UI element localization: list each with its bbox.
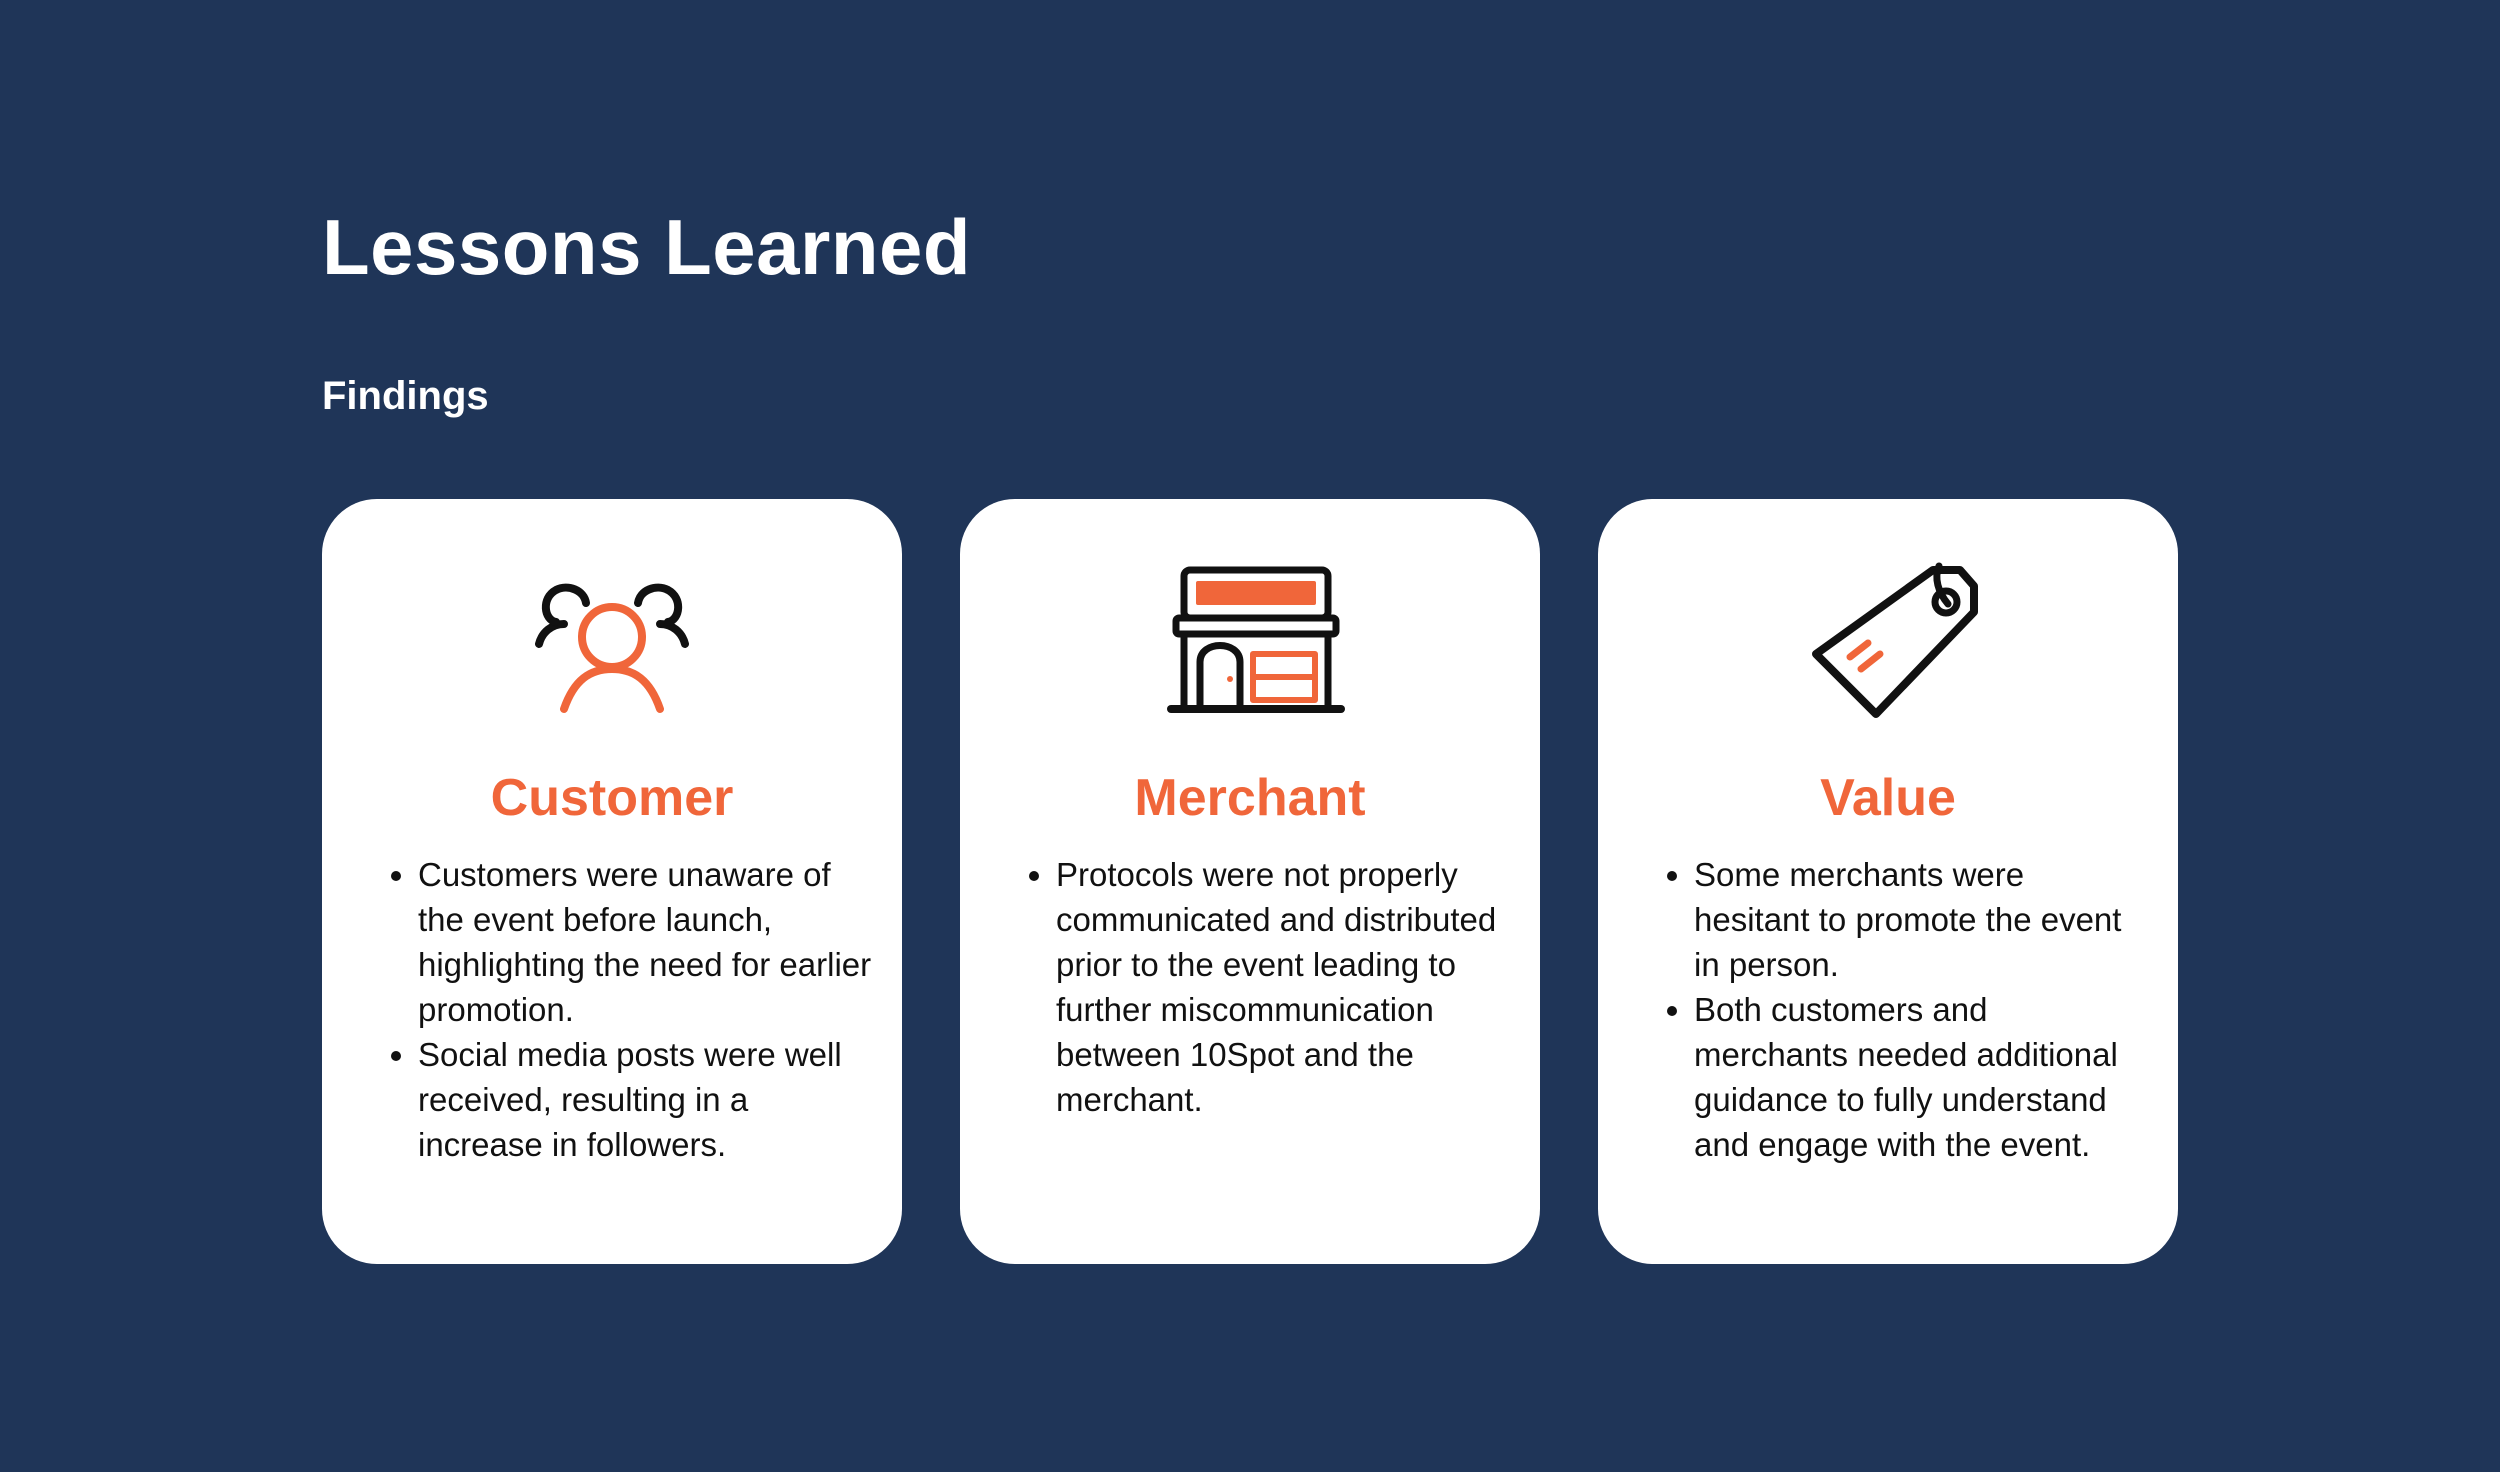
bullet-list: Customers were unaware of the event befo… — [385, 852, 872, 1167]
page-title: Lessons Learned — [322, 203, 972, 291]
list-item: Customers were unaware of the event befo… — [418, 852, 872, 1032]
card-title: Value — [1820, 769, 1956, 827]
price-tag-icon — [1788, 554, 1988, 729]
card-title: Merchant — [1134, 769, 1366, 827]
list-item: Protocols were not properly communicated… — [1056, 852, 1510, 1122]
value-card: Value Some merchants were hesitant to pr… — [1598, 499, 2178, 1264]
merchant-card: Merchant Protocols were not properly com… — [960, 499, 1540, 1264]
users-icon — [512, 554, 712, 729]
customer-card: Customer Customers were unaware of the e… — [322, 499, 902, 1264]
storefront-icon — [1150, 554, 1350, 729]
bullet-list: Protocols were not properly communicated… — [1023, 852, 1510, 1122]
list-item: Some merchants were hesitant to promote … — [1694, 852, 2148, 987]
section-subtitle: Findings — [322, 374, 489, 418]
list-item: Both customers and merchants needed addi… — [1694, 987, 2148, 1167]
card-title: Customer — [490, 769, 734, 827]
bullet-list: Some merchants were hesitant to promote … — [1661, 852, 2148, 1167]
list-item: Social media posts were well received, r… — [418, 1032, 872, 1167]
